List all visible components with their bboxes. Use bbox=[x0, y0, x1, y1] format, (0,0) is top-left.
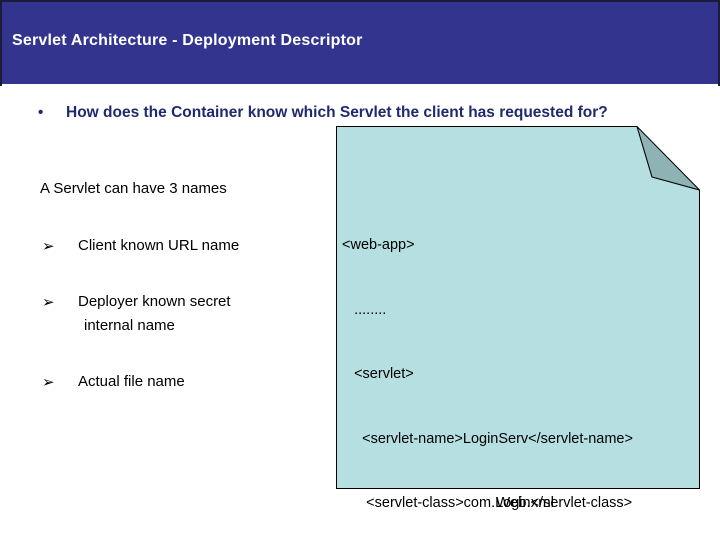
main-bullet-item: • How does the Container know which Serv… bbox=[38, 100, 638, 126]
slide-right-edge bbox=[718, 0, 720, 86]
xml-line: <web-app> bbox=[342, 237, 415, 253]
web-xml-callout: <web-app> ........ <servlet> <servlet-na… bbox=[336, 126, 700, 511]
slide-top-edge bbox=[0, 0, 720, 2]
xml-line: <servlet-name>LoginServ</servlet-name> bbox=[342, 430, 633, 447]
list-item: ➢ Actual file name bbox=[40, 370, 330, 394]
list-item: ➢ Client known URL name bbox=[40, 234, 330, 258]
list-item: ➢ Deployer known secret internal name bbox=[40, 290, 330, 338]
page-title: Servlet Architecture - Deployment Descri… bbox=[12, 32, 363, 49]
list-item-label: Client known URL name bbox=[78, 237, 240, 254]
list-item-label-continued: internal name bbox=[84, 317, 175, 334]
arrow-bullet-icon: ➢ bbox=[42, 237, 55, 255]
left-column: A Servlet can have 3 names ➢ Client know… bbox=[40, 178, 330, 426]
web-xml-caption: Web.xml bbox=[495, 494, 555, 511]
web-xml-content: <web-app> ........ <servlet> <servlet-na… bbox=[336, 126, 700, 511]
folded-corner-document-shape bbox=[336, 126, 700, 489]
arrow-bullet-icon: ➢ bbox=[42, 293, 55, 311]
list-item-label: Deployer known secret bbox=[78, 293, 231, 310]
xml-line: <servlet-class>com.Login</servlet-class> bbox=[342, 495, 633, 511]
slide-left-edge bbox=[0, 0, 2, 86]
xml-line: ........ bbox=[342, 301, 387, 318]
left-column-heading: A Servlet can have 3 names bbox=[40, 180, 227, 197]
xml-line: <servlet> bbox=[342, 366, 414, 382]
main-bullet-text: How does the Container know which Servle… bbox=[66, 104, 608, 121]
title-band: Servlet Architecture - Deployment Descri… bbox=[2, 2, 718, 84]
arrow-bullet-icon: ➢ bbox=[42, 373, 55, 391]
list-item-label: Actual file name bbox=[78, 373, 185, 390]
document-fold bbox=[636, 126, 700, 191]
bullet-dot-icon: • bbox=[38, 104, 44, 121]
